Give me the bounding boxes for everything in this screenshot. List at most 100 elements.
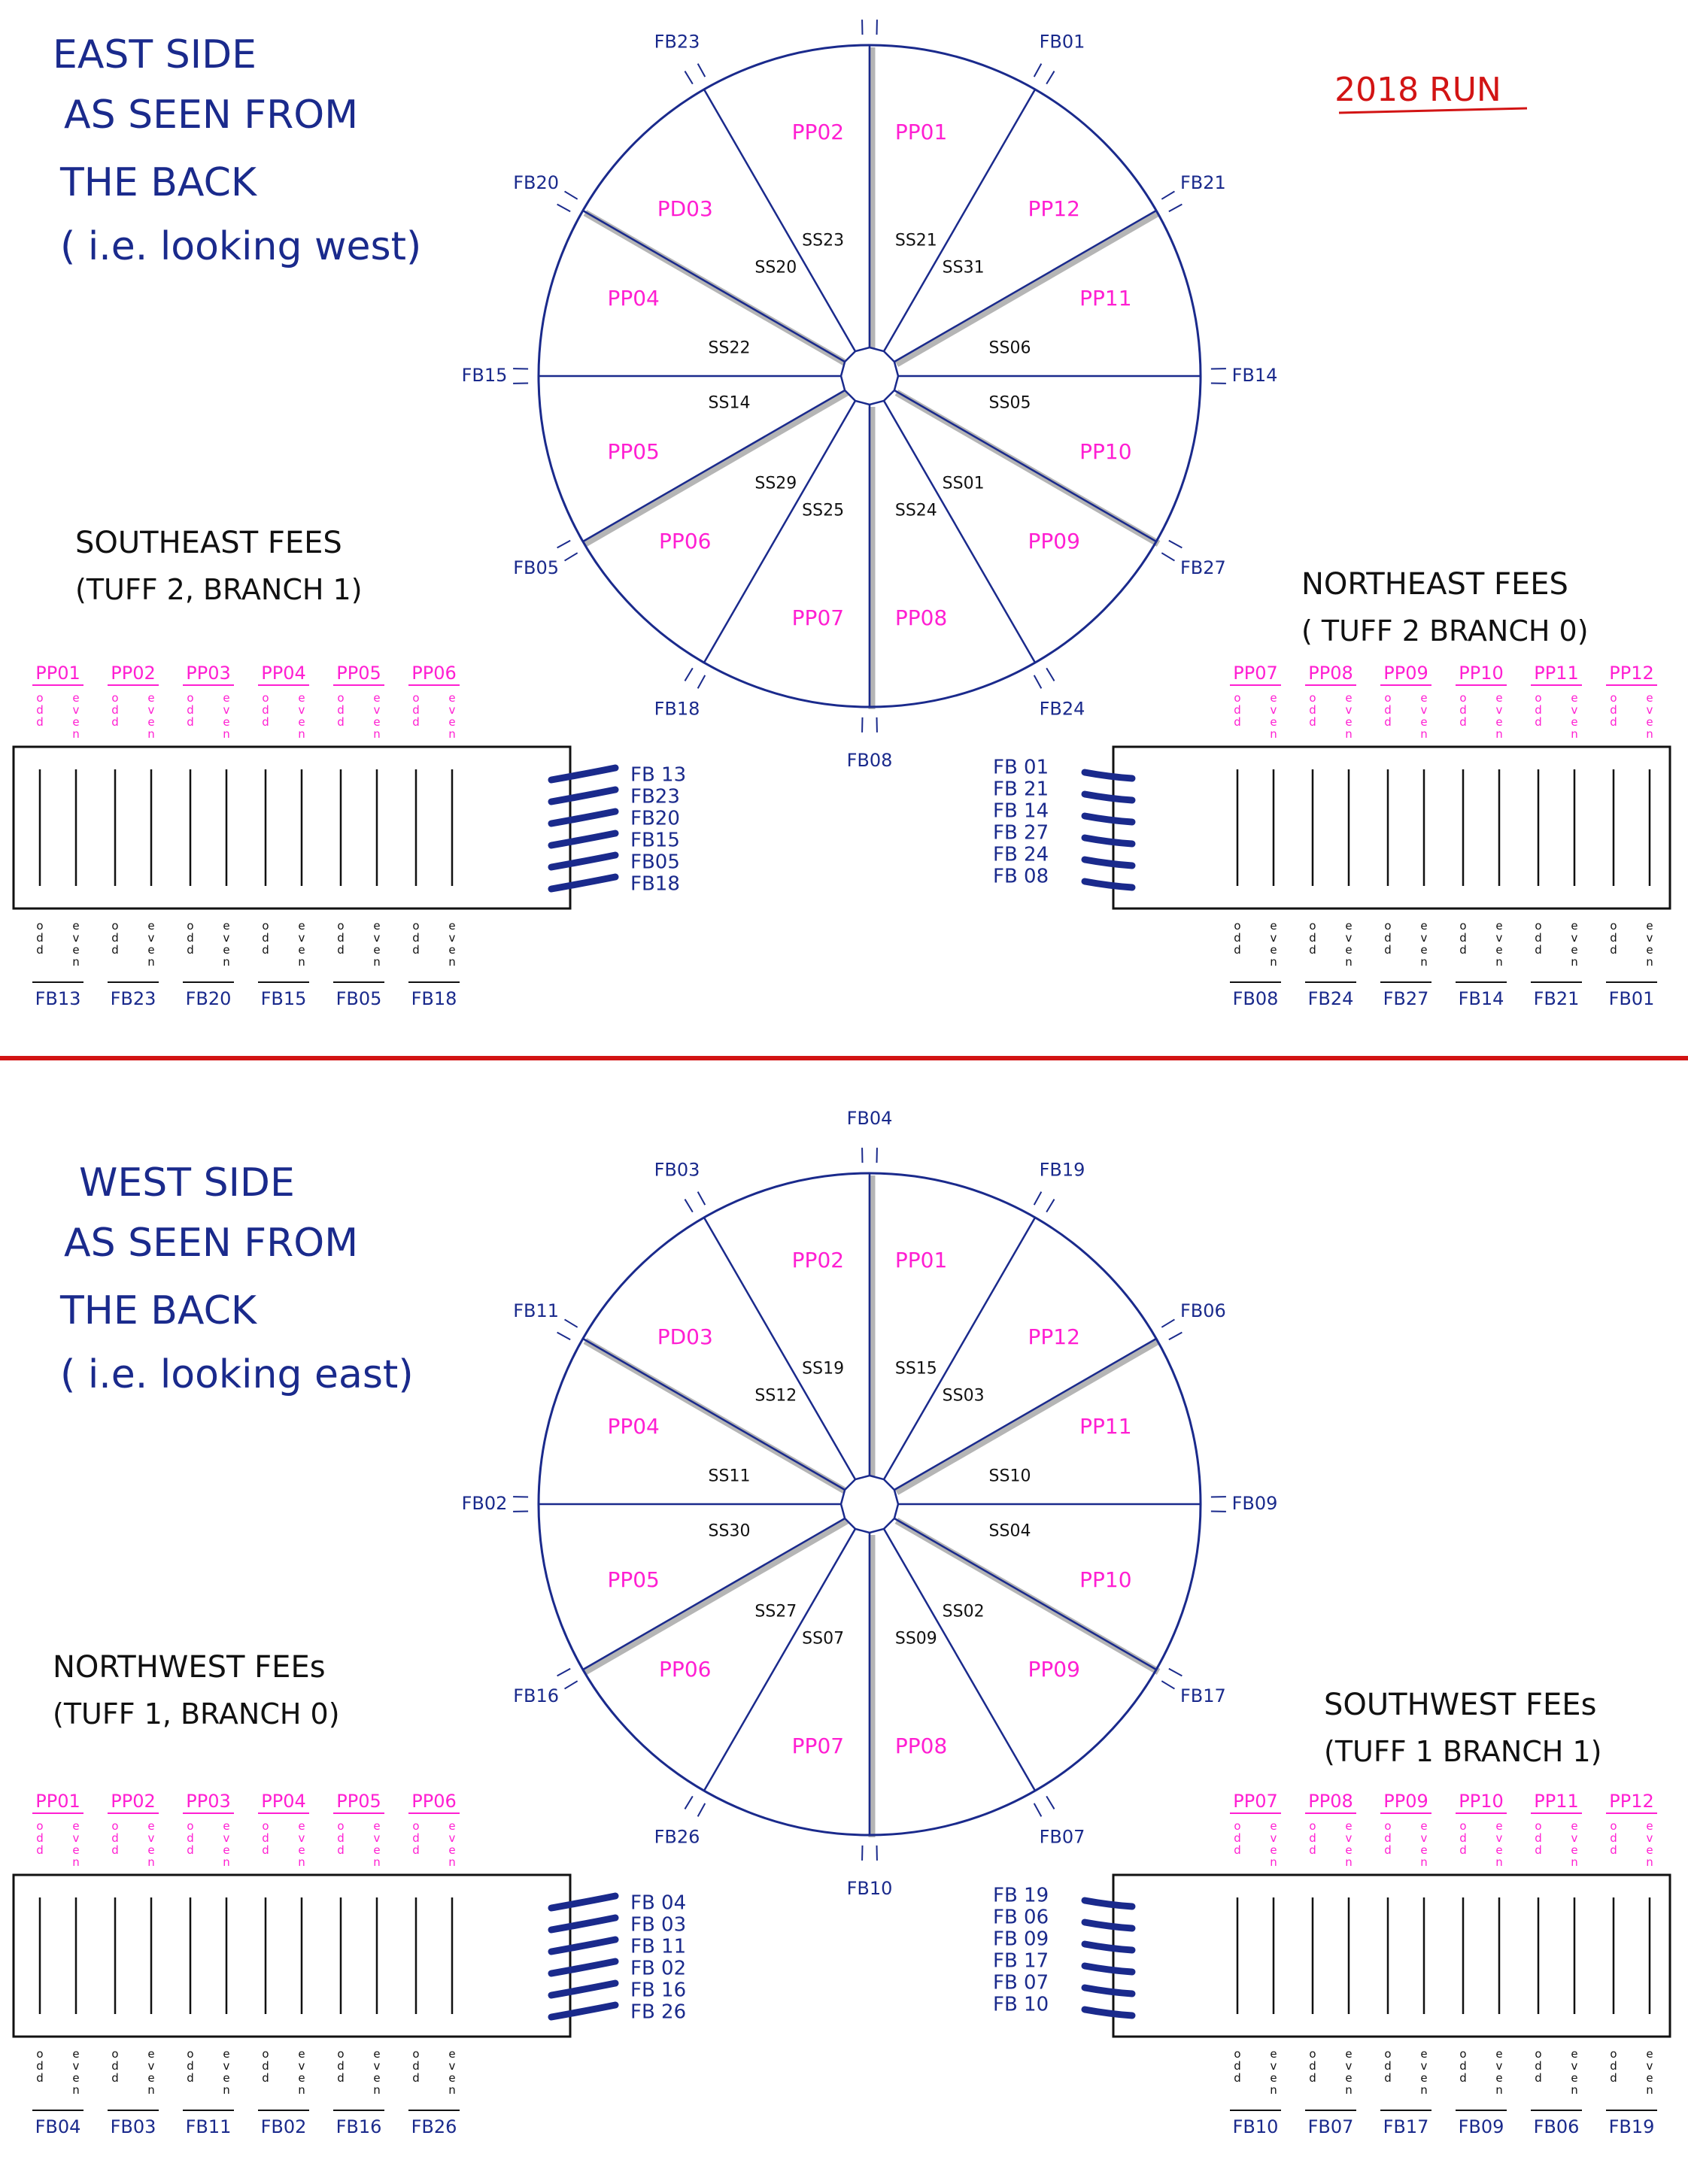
fee-fiber-letter-top: e bbox=[1420, 691, 1427, 705]
fee-fiber-letter-bottom: n bbox=[147, 955, 155, 969]
fee-fiber-letter-top: n bbox=[223, 727, 230, 741]
fee-fiber-letter-top: e bbox=[1646, 1843, 1653, 1857]
fee-fiber-letter-top: d bbox=[36, 1843, 44, 1857]
fee-fiber-letter-top: n bbox=[1646, 1855, 1653, 1869]
fee-fiber-letter-top: e bbox=[72, 1819, 79, 1833]
fee-fiber-letter-bottom: o bbox=[1459, 2047, 1466, 2061]
fb-connector-label: FB18 bbox=[654, 698, 700, 719]
fee-fiber-letter-bottom: d bbox=[1309, 931, 1316, 945]
fee-fiber-letter-top: e bbox=[373, 691, 380, 705]
fee-bottom-fb-label: FB04 bbox=[35, 2116, 81, 2137]
sector-spoke bbox=[582, 209, 846, 363]
fee-fiber-letter-top: e bbox=[72, 715, 79, 729]
fee-fiber-letter-bottom: e bbox=[1345, 2071, 1352, 2085]
fee-fiber-letter-top: d bbox=[1459, 715, 1467, 729]
fb-tick bbox=[1033, 63, 1043, 77]
fee-fiber-letter-top: n bbox=[147, 727, 155, 741]
fee-fiber-letter-bottom: o bbox=[1535, 2047, 1541, 2061]
fee-subtitle: ( TUFF 2 BRANCH 0) bbox=[1301, 614, 1589, 648]
fb-connector-label: FB19 bbox=[1040, 1160, 1085, 1181]
fee-pp-label: PP08 bbox=[1308, 663, 1353, 684]
fee-fiber-letter-top: o bbox=[187, 691, 193, 705]
pp-sector-label: PD03 bbox=[657, 196, 713, 221]
fee-fiber-letter-bottom: v bbox=[1271, 2059, 1277, 2073]
fee-pp-label: PP02 bbox=[111, 1791, 155, 1812]
sector-divider-highlight bbox=[583, 1518, 849, 1675]
fee-fiber-letter-top: d bbox=[337, 703, 345, 717]
fee-fiber-letter-top: o bbox=[1459, 691, 1466, 705]
fiber-bundle-cable bbox=[1081, 1962, 1136, 1976]
fee-bottom-fb-label: FB01 bbox=[1609, 988, 1655, 1009]
fee-fiber-letter-bottom: d bbox=[36, 943, 44, 957]
fee-fiber-letter-bottom: e bbox=[147, 943, 154, 957]
fb-tick bbox=[684, 667, 694, 681]
east-side-panel: EAST SIDE AS SEEN FROM THE BACK ( i.e. l… bbox=[12, 0, 1671, 1009]
fee-fiber-letter-top: d bbox=[262, 1831, 269, 1845]
fee-fiber-letter-top: e bbox=[1495, 715, 1502, 729]
fee-fiber-letter-top: o bbox=[1610, 1819, 1617, 1833]
ss-sector-label: SS29 bbox=[754, 474, 797, 493]
fee-fiber-letter-bottom: d bbox=[1610, 943, 1617, 957]
fb-tick bbox=[697, 1191, 706, 1206]
fb-connector-label: FB15 bbox=[462, 365, 508, 386]
ss-sector-label: SS20 bbox=[754, 259, 797, 278]
fee-fiber-letter-bottom: d bbox=[1234, 931, 1241, 945]
fee-fiber-letter-top: d bbox=[1459, 1843, 1467, 1857]
fee-fiber-letter-bottom: n bbox=[1495, 2083, 1503, 2097]
fee-fiber-letter-bottom: d bbox=[111, 2059, 119, 2073]
ss-sector-label: SS27 bbox=[754, 1602, 797, 1621]
sector-spoke bbox=[582, 1517, 846, 1671]
fee-fiber-letter-bottom: o bbox=[187, 919, 193, 933]
ss-sector-label: SS15 bbox=[895, 1359, 937, 1378]
fee-fiber-letter-top: e bbox=[1571, 715, 1577, 729]
fiber-bundle-label: FB 19 bbox=[993, 1885, 1049, 1907]
pp-sector-label: PP08 bbox=[895, 605, 947, 630]
fee-fiber-letter-bottom: d bbox=[262, 2071, 269, 2085]
pp-sector-label: PP07 bbox=[792, 1734, 844, 1758]
fee-fiber-letter-bottom: d bbox=[1234, 943, 1241, 957]
fiber-bundle-label: FB 09 bbox=[993, 1928, 1049, 1951]
fee-bottom-fb-label: FB13 bbox=[35, 988, 81, 1009]
ss-sector-label: SS30 bbox=[709, 1521, 751, 1540]
fee-fiber-letter-top: e bbox=[1420, 1819, 1427, 1833]
fee-fiber-letter-bottom: v bbox=[1421, 931, 1428, 945]
fee-fiber-letter-top: e bbox=[1571, 1819, 1577, 1833]
sector-spoke bbox=[882, 400, 1037, 663]
fee-fiber-letter-top: e bbox=[1345, 1843, 1352, 1857]
fb-tick bbox=[697, 63, 706, 77]
pp-sector-label: PD03 bbox=[657, 1324, 713, 1349]
pp-sector-label: PP01 bbox=[895, 1248, 947, 1272]
fee-fiber-letter-bottom: o bbox=[412, 2047, 419, 2061]
fee-fiber-letter-bottom: o bbox=[36, 2047, 43, 2061]
fee-bottom-fb-label: FB02 bbox=[261, 2116, 307, 2137]
fiber-bundle-cable bbox=[1081, 1919, 1136, 1932]
pp-sector-label: PP10 bbox=[1079, 1567, 1131, 1592]
fee-fiber-letter-bottom: d bbox=[337, 2071, 345, 2085]
fb-tick bbox=[564, 1680, 578, 1690]
fee-fiber-letter-bottom: e bbox=[373, 2071, 380, 2085]
east-wheel: PP01SS21FB01PP12SS31FB21PP11SS06FB14PP10… bbox=[462, 0, 1278, 771]
fee-fiber-letter-bottom: n bbox=[1270, 2083, 1277, 2097]
pp-sector-label: PP12 bbox=[1028, 196, 1080, 221]
fee-fiber-letter-bottom: d bbox=[187, 943, 194, 957]
fb-tick bbox=[684, 71, 694, 85]
fee-pp-label: PP09 bbox=[1383, 1791, 1428, 1812]
fee-fiber-letter-bottom: v bbox=[374, 931, 381, 945]
fb-connector-label: FB02 bbox=[462, 1493, 508, 1514]
pp-sector-label: PP01 bbox=[895, 120, 947, 144]
fb-connector-label: FB08 bbox=[847, 750, 893, 771]
fee-fiber-letter-top: d bbox=[111, 1831, 119, 1845]
northwest-fee-block: NORTHWEST FEEs(TUFF 1, BRANCH 0)PP01oodd… bbox=[12, 1650, 686, 2137]
fee-bottom-fb-label: FB03 bbox=[111, 2116, 156, 2137]
sector-spoke bbox=[894, 209, 1157, 363]
fee-fiber-letter-bottom: d bbox=[187, 2071, 194, 2085]
sector-spoke bbox=[894, 389, 1157, 543]
fee-fiber-letter-top: e bbox=[223, 715, 229, 729]
fee-fiber-letter-bottom: d bbox=[1535, 943, 1542, 957]
fb-tick bbox=[557, 539, 571, 549]
fee-fiber-letter-top: e bbox=[1495, 1819, 1502, 1833]
fee-fiber-letter-top: v bbox=[1647, 1831, 1653, 1845]
fiber-bundle-cable bbox=[548, 1958, 619, 1977]
fiber-bundle-label: FB 04 bbox=[630, 1892, 686, 1915]
fee-pp-label: PP08 bbox=[1308, 1791, 1353, 1812]
